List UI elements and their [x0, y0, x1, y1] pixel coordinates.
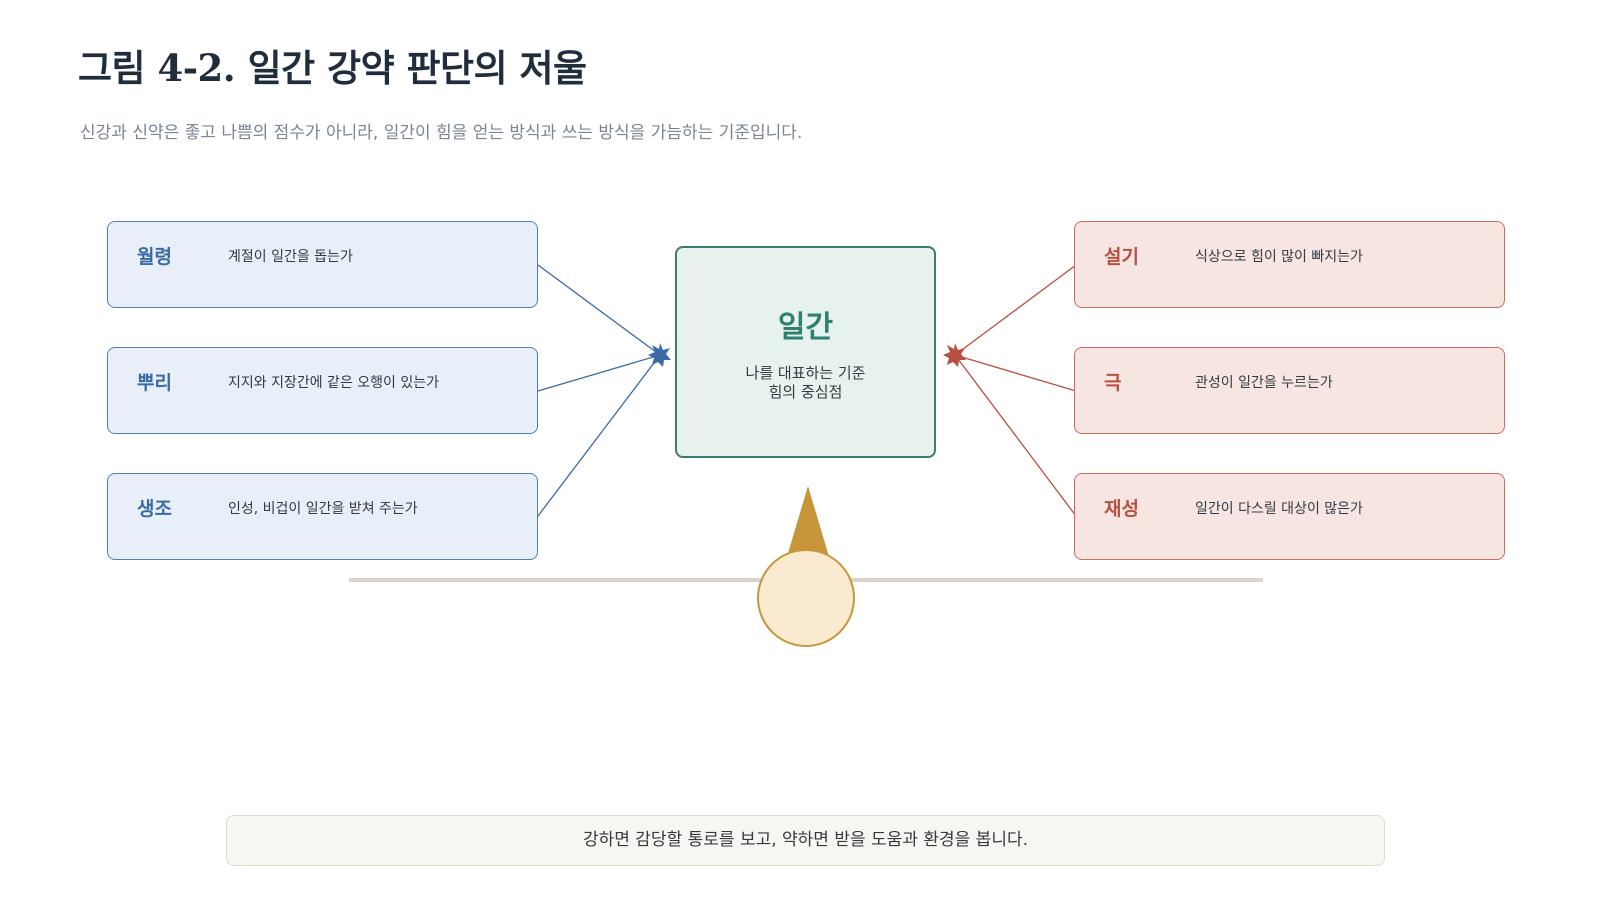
factor-box-wollyeong: 월령 계절이 일간을 돕는가: [107, 221, 538, 308]
factor-label: 설기: [1104, 246, 1139, 268]
factor-box-ppuri: 뿌리 지지와 지장간에 같은 오행이 있는가: [107, 347, 538, 434]
factor-desc: 관성이 일간을 누르는가: [1195, 375, 1333, 391]
center-box-ilgan: 일간 나를 대표하는 기준 힘의 중심점: [675, 246, 936, 458]
center-title: 일간: [777, 310, 834, 345]
center-line-1: 나를 대표하는 기준: [745, 364, 866, 382]
factor-label: 생조: [137, 498, 172, 520]
factor-box-geuk: 극 관성이 일간을 누르는가: [1074, 347, 1505, 434]
factor-desc: 계절이 일간을 돕는가: [228, 249, 353, 265]
factor-box-saengjo: 생조 인성, 비겁이 일간을 받쳐 주는가: [107, 473, 538, 560]
factor-label: 월령: [137, 246, 172, 268]
connector-right-2: [954, 354, 1077, 392]
star-burst-icon: [648, 343, 671, 367]
factor-box-seolgi: 설기 식상으로 힘이 많이 빠지는가: [1074, 221, 1505, 308]
figure-title: 그림 4-2. 일간 강약 판단의 저울: [78, 46, 587, 90]
figure-subtitle: 신강과 신약은 좋고 나쁨의 점수가 아니라, 일간이 힘을 얻는 방식과 쓰는…: [80, 123, 803, 143]
center-line-2: 힘의 중심점: [768, 383, 843, 401]
factor-desc: 식상으로 힘이 많이 빠지는가: [1195, 249, 1363, 265]
factor-label: 극: [1104, 372, 1122, 394]
connector-right-1: [954, 264, 1077, 356]
connector-right-3: [954, 354, 1077, 517]
factor-box-jaeseong: 재성 일간이 다스릴 대상이 많은가: [1074, 473, 1505, 560]
footer-note: 강하면 감당할 통로를 보고, 약하면 받을 도움과 환경을 봅니다.: [226, 815, 1385, 866]
factor-desc: 인성, 비겁이 일간을 받쳐 주는가: [228, 501, 418, 517]
fulcrum-circle: [757, 549, 855, 647]
factor-label: 재성: [1104, 498, 1139, 520]
connector-left-3: [537, 354, 661, 517]
connector-left-1: [537, 264, 661, 356]
factor-desc: 일간이 다스릴 대상이 많은가: [1195, 501, 1363, 517]
factor-label: 뿌리: [137, 372, 172, 394]
center-description: 나를 대표하는 기준 힘의 중심점: [677, 364, 934, 402]
factor-desc: 지지와 지장간에 같은 오행이 있는가: [228, 375, 439, 391]
connector-left-2: [537, 354, 661, 392]
fulcrum-triangle: [786, 486, 830, 560]
star-burst-icon: [943, 343, 966, 367]
